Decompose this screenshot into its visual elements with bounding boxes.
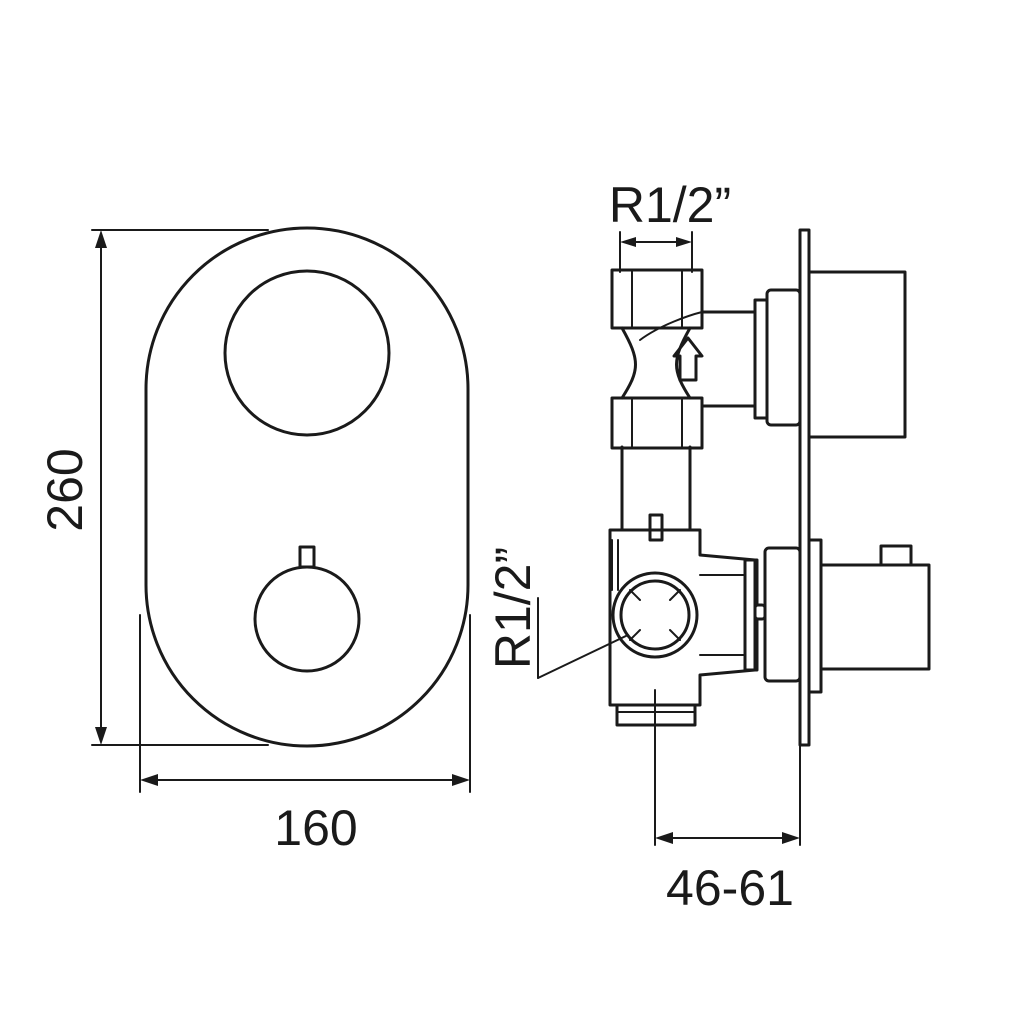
top-connection-dimension: R1/2”: [609, 177, 731, 273]
depth-dimension: 46-61: [654, 689, 801, 916]
side-port-inner: [619, 579, 691, 651]
lower-stem: [763, 546, 802, 683]
upper-handle: [807, 270, 907, 439]
top-connection-label: R1/2”: [609, 177, 731, 233]
lower-handle-pin: [879, 544, 913, 567]
lower-control-knob: [253, 565, 361, 673]
upper-stem: [700, 288, 802, 427]
height-dimension: 260: [37, 229, 269, 746]
width-dim-label: 160: [274, 800, 357, 856]
cover-plate-outline: [144, 226, 470, 748]
lower-handle: [807, 538, 931, 694]
knob-indicator-pin: [298, 545, 316, 569]
depth-dim-label: 46-61: [666, 860, 794, 916]
flow-direction-arrow: [672, 336, 704, 382]
side-view: R1/2”: [485, 177, 931, 916]
lower-valve-body: [608, 513, 767, 727]
front-view: 260 160: [37, 226, 471, 856]
side-connection-label: R1/2”: [485, 547, 541, 669]
top-nut-fitting: [610, 268, 704, 450]
side-connection-dimension: R1/2”: [485, 547, 629, 679]
height-dim-label: 260: [37, 448, 93, 531]
upper-control-knob: [223, 269, 391, 437]
width-dimension: 160: [139, 614, 471, 856]
wall-flange: [798, 228, 811, 747]
side-port-outer: [611, 571, 699, 659]
